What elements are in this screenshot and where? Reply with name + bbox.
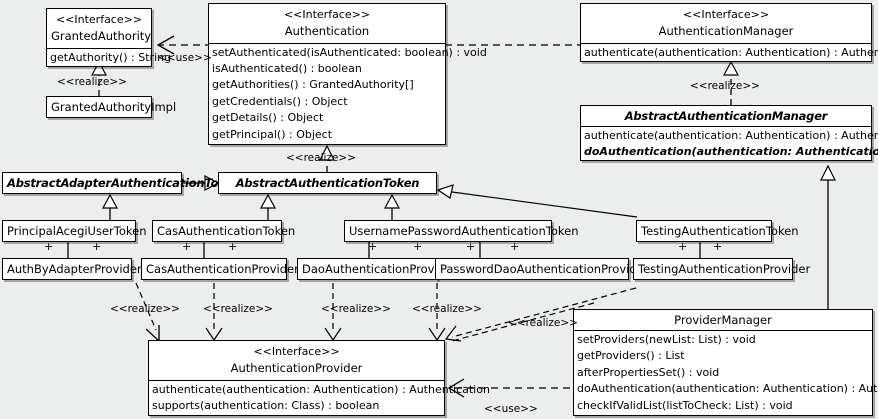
class-member: getAuthorities() : GrantedAuthority[] (212, 78, 414, 92)
assoc-plus-mark: + (182, 240, 192, 253)
member-list: authenticate(authentication: Authenticat… (581, 44, 878, 62)
class-dao-authentication-provider[interactable]: DaoAuthenticationProvider (297, 258, 457, 280)
class-principal-acegi-user-token[interactable]: PrincipalAcegiUserToken (2, 220, 147, 242)
class-member: afterPropertiesSet() : void (577, 365, 720, 379)
edge-generalization-principalacegiusertoken (101, 193, 119, 220)
divider (581, 126, 871, 127)
class-name: AbstractAuthenticationToken (235, 176, 420, 190)
class-member: setAuthenticated(isAuthenticated: boolea… (212, 45, 487, 59)
divider (574, 330, 872, 331)
class-header: <<Interface>> GrantedAuthority (47, 9, 151, 48)
class-authentication[interactable]: <<Interface>> Authentication setAuthenti… (208, 3, 487, 146)
class-name: AbstractAdapterAuthenticationToken (7, 176, 241, 190)
class-name: UsernamePasswordAuthenticationToken (349, 224, 579, 238)
class-abstract-authentication-token[interactable]: AbstractAuthenticationToken (218, 172, 437, 194)
edge-generalization-providermanager (820, 164, 836, 309)
class-abstract-adapter-authentication-token[interactable]: AbstractAdapterAuthenticationToken (2, 172, 241, 194)
stereotype-label: <<Interface>> (253, 345, 340, 358)
class-member: authenticate(authentication: Authenticat… (584, 45, 878, 59)
class-name: Authentication (284, 23, 370, 38)
edge-label-realize-casprovider: <<realize>> (203, 303, 273, 315)
edge-label-realize-passworddaoprovider: <<realize>> (412, 303, 482, 315)
class-provider-manager[interactable]: ProviderManager setProviders(newList: Li… (573, 309, 878, 417)
assoc-plus-mark: + (44, 240, 54, 253)
class-name: CasAuthenticationToken (157, 224, 296, 238)
class-member: authenticate(authentication: Authenticat… (152, 382, 490, 396)
edge-label-realize-authbyadapter: <<realize>> (110, 303, 180, 315)
divider (149, 379, 444, 381)
class-member: getPrincipal() : Object (212, 127, 333, 141)
class-header: <<Interface>> AuthenticationManager (581, 4, 871, 43)
assoc-plus-mark: + (92, 240, 102, 253)
class-member: supports(authentication: Class) : boolea… (152, 399, 380, 413)
class-testing-authentication-token[interactable]: TestingAuthenticationToken (636, 220, 799, 242)
assoc-plus-mark: + (510, 240, 520, 253)
class-name: TestingAuthenticationToken (641, 224, 799, 238)
class-name: TestingAuthenticationProvider (638, 262, 811, 276)
member-list: setProviders(newList: List) : void getPr… (574, 331, 878, 415)
assoc-plus-mark: + (228, 240, 238, 253)
class-abstract-authentication-manager[interactable]: AbstractAuthenticationManager authentica… (580, 105, 878, 162)
class-cas-authentication-provider[interactable]: CasAuthenticationProvider (141, 258, 299, 280)
edge-label-realize-abstractauthenticationmanager: <<realize>> (690, 80, 760, 92)
class-name: AuthenticationManager (658, 23, 794, 38)
edge-label-realize-providermanager: <<realize>> (508, 317, 578, 329)
class-name: PasswordDaoAuthenticationProvider (440, 262, 649, 276)
divider (47, 47, 151, 49)
stereotype-label: <<Interface>> (283, 8, 371, 21)
stereotype-label: <<Interface>> (55, 13, 143, 26)
class-cas-authentication-token[interactable]: CasAuthenticationToken (152, 220, 296, 242)
class-username-password-authentication-token[interactable]: UsernamePasswordAuthenticationToken (344, 220, 579, 242)
edge-generalization-usernamepasswordtoken (383, 193, 401, 220)
edge-generalization-testingauthenticationtoken (436, 184, 638, 218)
class-name: CasAuthenticationProvider (146, 262, 299, 276)
member-list: setAuthenticated(isAuthenticated: boolea… (209, 44, 487, 144)
assoc-plus-mark: + (368, 240, 378, 253)
member-list: authenticate(authentication: Authenticat… (581, 127, 878, 160)
class-member: getDetails() : Object (212, 111, 324, 125)
edge-label-use-providermanager: <<use>> (484, 403, 538, 415)
divider (209, 42, 445, 44)
class-name: AuthByAdapterProvider (7, 262, 142, 276)
class-authentication-manager[interactable]: <<Interface>> AuthenticationManager auth… (580, 3, 878, 63)
class-password-dao-authentication-provider[interactable]: PasswordDaoAuthenticationProvider (435, 258, 649, 280)
edge-generalization-casauthenticationtoken (259, 193, 277, 220)
class-member: doAuthentication(authentication: Authent… (584, 144, 878, 158)
class-member: getProviders() : List (577, 349, 685, 363)
class-authentication-provider[interactable]: <<Interface>> AuthenticationProvider aut… (148, 340, 490, 417)
class-member: isAuthenticated() : boolean (212, 62, 362, 76)
class-name: GrantedAuthority (51, 28, 152, 43)
member-list: authenticate(authentication: Authenticat… (149, 381, 490, 416)
class-member: getCredentials() : Object (212, 94, 348, 108)
class-name: AbstractAuthenticationManager (624, 109, 828, 123)
class-name: GrantedAuthorityImpl (51, 100, 177, 114)
class-granted-authority[interactable]: <<Interface>> GrantedAuthority getAuthor… (46, 8, 172, 68)
class-member: authenticate(authentication: Authenticat… (584, 129, 878, 142)
class-member: checkIfValidList(listToCheck: List) : vo… (577, 398, 793, 412)
class-member: getAuthority() : String (50, 50, 172, 64)
edge-label-use-grantedauthority: <<use>> (158, 52, 212, 64)
member-list: getAuthority() : String (47, 49, 172, 67)
edge-label-realize-grantedauthorityimpl: <<realize>> (57, 76, 127, 88)
assoc-plus-mark: + (466, 240, 476, 253)
class-granted-authority-impl[interactable]: GrantedAuthorityImpl (46, 96, 177, 118)
divider (581, 42, 871, 44)
class-member: doAuthentication(authentication: Authent… (577, 382, 878, 396)
class-name: ProviderManager (674, 313, 772, 327)
class-name: DaoAuthenticationProvider (302, 262, 457, 276)
edge-label-realize-daoprovider: <<realize>> (321, 303, 391, 315)
assoc-plus-mark: + (713, 240, 723, 253)
class-auth-by-adapter-provider[interactable]: AuthByAdapterProvider (2, 258, 142, 280)
assoc-plus-mark: + (413, 240, 423, 253)
class-name: PrincipalAcegiUserToken (7, 224, 147, 238)
class-testing-authentication-provider[interactable]: TestingAuthenticationProvider (633, 258, 811, 280)
class-name: AuthenticationProvider (230, 360, 363, 375)
edge-label-realize-abstractauthenticationtoken: <<realize>> (286, 152, 356, 164)
class-member: setProviders(newList: List) : void (577, 333, 756, 346)
assoc-plus-mark: + (678, 240, 688, 253)
stereotype-label: <<Interface>> (682, 8, 770, 21)
class-header: <<Interface>> Authentication (209, 4, 445, 43)
class-header: <<Interface>> AuthenticationProvider (149, 341, 444, 380)
